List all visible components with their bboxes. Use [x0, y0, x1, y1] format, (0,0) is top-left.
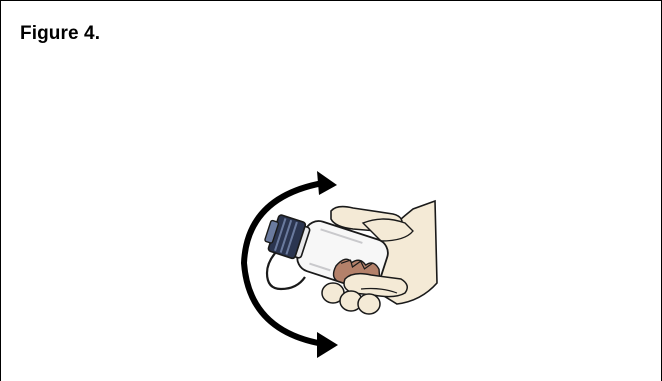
figure-title: Figure 4. — [20, 23, 100, 45]
shake-bottle-illustration — [231, 166, 451, 361]
